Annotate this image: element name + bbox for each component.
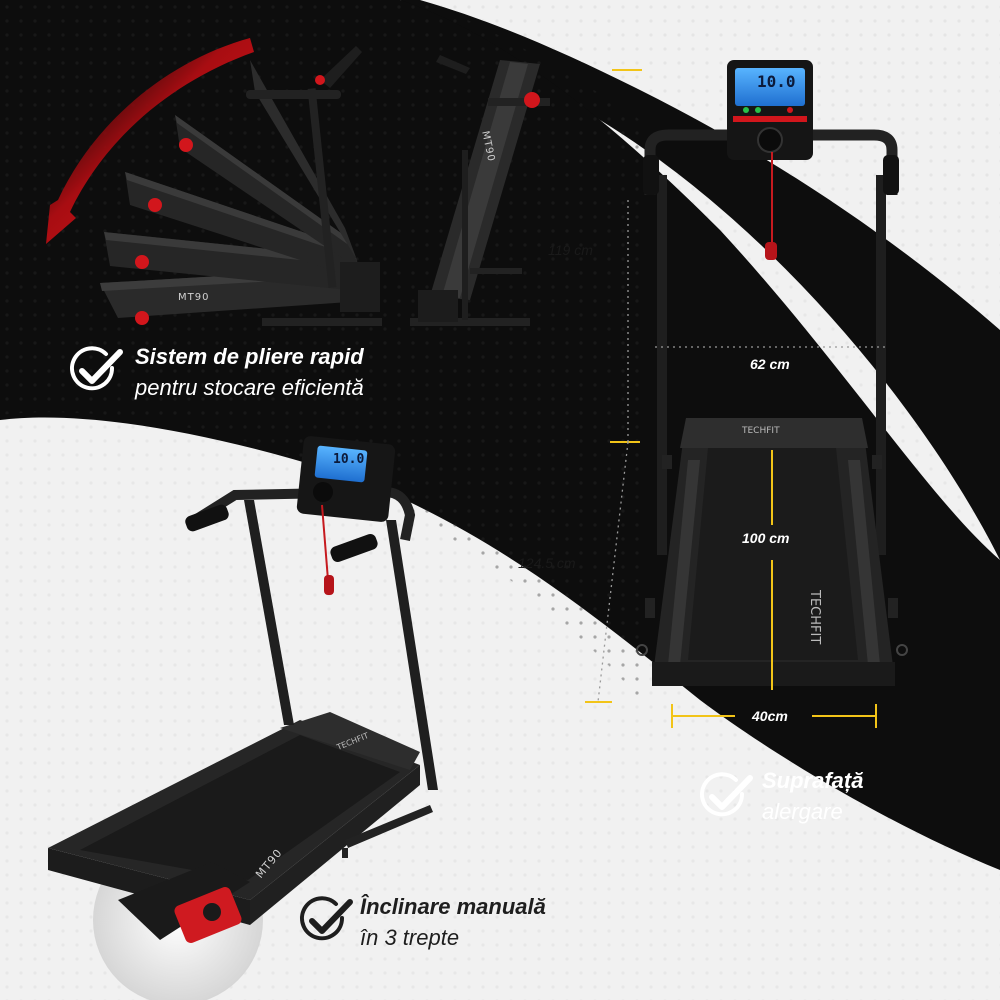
feature-folding-subtitle: pentru stocare eficientă (135, 375, 364, 400)
feature-incline-subtitle: în 3 trepte (360, 925, 460, 950)
folding-sequence-image (100, 46, 382, 326)
lcd-readout-top: 10.0 (757, 72, 796, 91)
top-view-treadmill-image (636, 60, 908, 686)
brand-logo-side: TECHFIT (807, 590, 822, 645)
lcd-readout-perspective: 10.0 (333, 452, 365, 467)
dotted-guides (597, 200, 885, 703)
dimension-height-label: 119 cm (548, 242, 593, 258)
dimension-width-label: 62 cm (750, 356, 790, 372)
dimension-belt-width-label: 40cm (752, 708, 788, 724)
check-circle-icon (70, 346, 123, 391)
dimension-belt-length-label: 100 cm (742, 530, 790, 546)
feature-surface-title: Suprafață (762, 768, 864, 793)
check-circle-icon (300, 896, 353, 941)
feature-surface-subtitle: alergare (762, 799, 843, 824)
check-circle-icon (700, 772, 753, 817)
dimension-lines (585, 69, 877, 728)
model-label-folded: MT90 (178, 292, 210, 303)
brand-logo-top-view: TECHFIT (742, 426, 780, 436)
feature-incline-title: Înclinare manuală (360, 894, 546, 919)
feature-folding-title: Sistem de pliere rapid (135, 344, 364, 369)
dimension-total-length-label: 124.5 cm (518, 555, 576, 571)
perspective-treadmill-image (48, 436, 438, 1000)
folded-treadmill-image (410, 55, 550, 326)
